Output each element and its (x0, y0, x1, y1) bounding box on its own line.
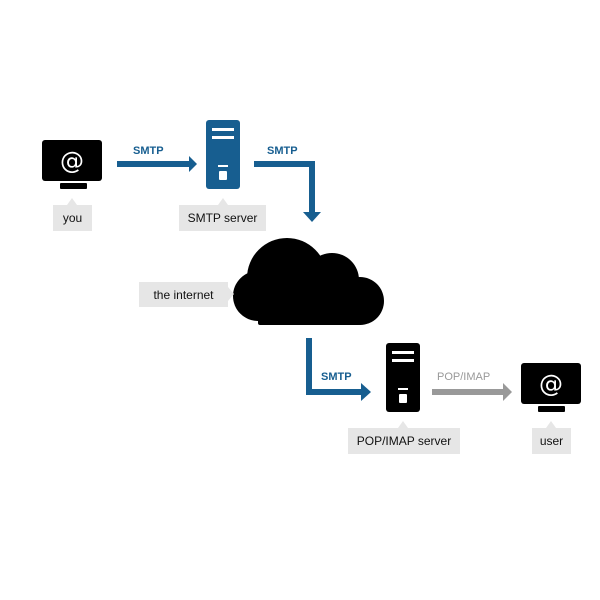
label-pointer-internet (228, 287, 234, 301)
arrow-internet-to-pop (306, 338, 371, 401)
label-pointer-you (67, 198, 77, 205)
node-label-user: user (532, 428, 571, 454)
cloud-icon-internet (233, 238, 384, 325)
server-icon-smtp (206, 120, 240, 189)
server-icon-pop-imap (386, 343, 420, 412)
arrow-you-to-smtp (117, 156, 197, 172)
at-icon-you: @ (60, 147, 84, 175)
node-label-smtp-server: SMTP server (179, 205, 266, 231)
protocol-label-internet-to-pop: SMTP (321, 371, 352, 383)
node-label-you: you (53, 205, 92, 231)
protocol-label-you-to-smtp: SMTP (133, 145, 164, 157)
label-pointer-smtp-server (218, 198, 228, 205)
protocol-label-pop-to-user: POP/IMAP (437, 371, 491, 383)
computer-icon-you (42, 140, 102, 189)
protocol-label-smtp-to-internet: SMTP (267, 145, 298, 157)
computer-icon-user (521, 363, 581, 412)
label-pointer-pop-imap (398, 421, 408, 428)
arrow-smtp-to-internet (254, 161, 321, 222)
node-label-pop-imap-server: POP/IMAP server (348, 428, 460, 454)
at-icon-user: @ (539, 370, 563, 398)
arrow-pop-to-user (432, 383, 512, 401)
node-label-internet: the internet (139, 282, 228, 307)
label-pointer-user (546, 421, 556, 428)
